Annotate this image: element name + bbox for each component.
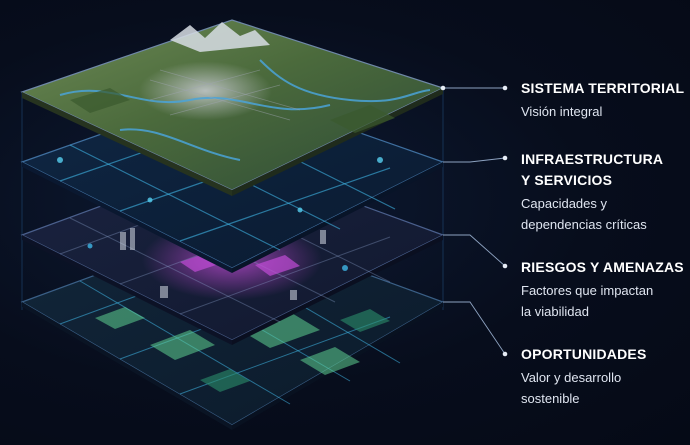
label-sistema-territorial: SISTEMA TERRITORIAL Visión integral (521, 78, 684, 122)
label-title: SISTEMA TERRITORIAL (521, 80, 685, 96)
label-subtitle: Valor y desarrollo sostenible (521, 370, 622, 406)
label-subtitle: Visión integral (521, 104, 603, 119)
connector-dot-5 (502, 351, 508, 357)
label-oportunidades: OPORTUNIDADES Valor y desarrollo sosteni… (521, 344, 647, 409)
label-infraestructura: INFRAESTRUCTURA Y SERVICIOS Capacidades … (521, 149, 663, 235)
label-title: OPORTUNIDADES (521, 346, 647, 362)
label-riesgos: RIESGOS Y AMENAZAS Factores que impactan… (521, 257, 684, 322)
layer-sistema-territorial-plate (20, 19, 445, 196)
connector-dots (440, 85, 508, 357)
label-subtitle: Factores que impactan la viabilidad (521, 283, 654, 319)
connector-dot-4 (502, 263, 508, 269)
connector-dot-1 (440, 85, 446, 91)
connector-lines (443, 87, 506, 355)
label-subtitle: Capacidades y dependencias críticas (521, 196, 647, 232)
connector-dot-2 (502, 85, 508, 91)
connector-dot-3 (502, 155, 508, 161)
label-title: RIESGOS Y AMENAZAS (521, 259, 684, 275)
label-title: INFRAESTRUCTURA Y SERVICIOS (521, 151, 664, 188)
